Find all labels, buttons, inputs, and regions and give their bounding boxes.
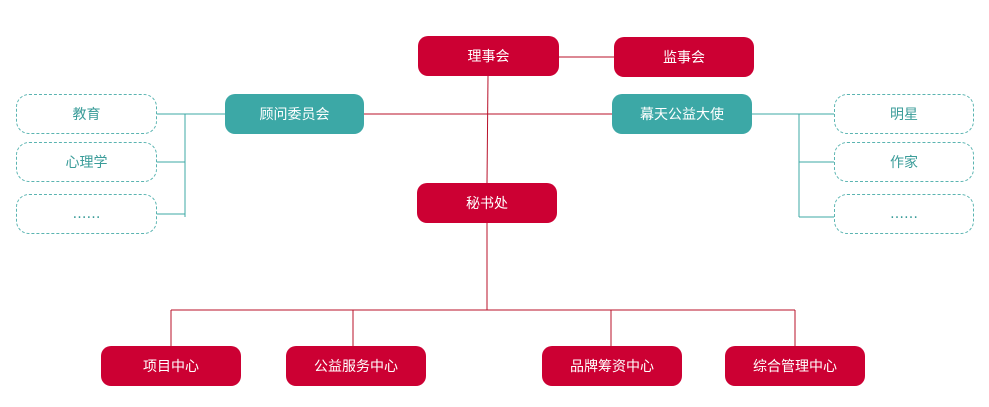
ambassador-node: 幕天公益大使 bbox=[612, 94, 752, 134]
ambassador-member-star: 明星 bbox=[834, 94, 974, 134]
supervisory-board-node: 监事会 bbox=[614, 37, 754, 77]
center-general-management: 综合管理中心 bbox=[725, 346, 865, 386]
center-public-service: 公益服务中心 bbox=[286, 346, 426, 386]
board-secretariat-connector bbox=[486, 75, 489, 184]
board-node: 理事会 bbox=[418, 36, 559, 76]
ambassador-member-writer: 作家 bbox=[834, 142, 974, 182]
advisory-member-education: 教育 bbox=[16, 94, 157, 134]
advisory-member-psychology: 心理学 bbox=[16, 142, 157, 182]
center-project: 项目中心 bbox=[101, 346, 241, 386]
center-brand-fundraising: 品牌筹资中心 bbox=[542, 346, 682, 386]
advisory-member-more: …… bbox=[16, 194, 157, 234]
advisory-committee-node: 顾问委员会 bbox=[225, 94, 364, 134]
secretariat-node: 秘书处 bbox=[417, 183, 557, 223]
ambassador-member-more: …… bbox=[834, 194, 974, 234]
